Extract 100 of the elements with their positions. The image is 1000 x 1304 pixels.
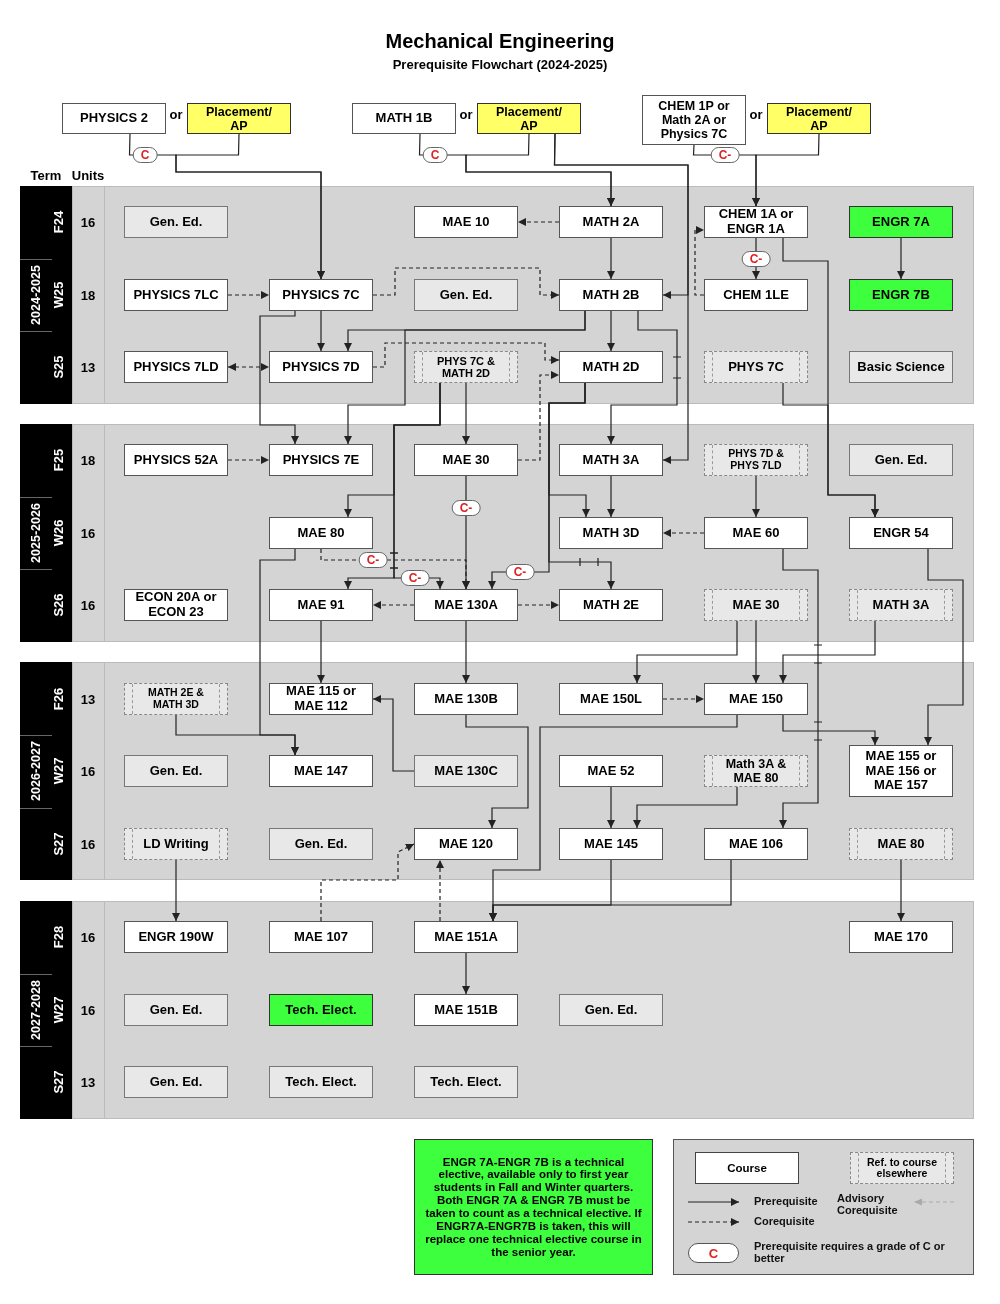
prerequisite-arrow [389,382,444,590]
course-label: PHYS 7C [728,359,784,375]
course-label: Basic Science [857,359,945,375]
units-value: 18 [80,287,96,303]
corequisite-arrow [320,548,470,590]
course-label: PHYSICS 52A [133,452,219,468]
course-label: MATH 1B [375,111,433,126]
legend-text: Prerequisite [754,1195,819,1208]
course-box [414,921,518,953]
course-box [559,589,663,621]
elective-box [414,755,518,787]
prerequisite-arrow [462,382,470,445]
course-label: MAE 147 [293,763,349,779]
reference-box [704,444,808,476]
course-box [704,279,808,311]
prerequisite-arrow [633,620,738,684]
course-box [559,206,663,238]
course-label: ENGR 7A [872,214,930,230]
course-box [704,683,808,715]
course-box [704,206,808,238]
course-box [269,921,373,953]
course-box [124,279,228,311]
course-label: Gen. Ed. [149,1074,203,1090]
legend-text: Course [727,1161,767,1175]
reference-box [849,589,953,621]
course-label: PHYSICS 7LC [133,287,219,303]
term-label: F25 [50,448,66,472]
course-box [414,589,518,621]
prerequisite-arrow [548,382,615,590]
course-box [559,755,663,787]
course-box [62,103,166,134]
course-label: MAE 151A [434,929,498,945]
elective-box [849,351,953,383]
prerequisite-arrow [175,714,299,756]
prerequisite-arrow [462,620,470,684]
course-label: MATH 2B [582,287,640,303]
course-label: PHYSICS 7D [282,359,360,375]
units-value: 13 [80,1074,96,1090]
corequisite-arrow [227,363,270,371]
prerequisite-arrow [344,310,586,445]
course-label: MAE 10 [442,214,490,230]
course-label: MAE 115 or MAE 112 [284,684,358,714]
course-label: PHYS 7C & MATH 2D [435,354,497,380]
term-label: W27 [50,996,66,1024]
course-label: MAE 151B [434,1002,498,1018]
course-label: PHYSICS 7C [282,287,360,303]
prerequisite-arrow [462,952,470,995]
corequisite-arrow [227,456,270,464]
term-label: S27 [50,832,66,856]
elective-box [414,279,518,311]
note-box [414,1139,653,1275]
units-value: 16 [80,836,96,852]
elective-box [124,1066,228,1098]
term-label: F24 [50,210,66,234]
term-label: W25 [50,281,66,309]
corequisite-arrow [517,371,560,461]
term-label: W27 [50,757,66,785]
course-box [269,517,373,549]
course-box [559,828,663,860]
reference-box [704,755,808,787]
course-label: MATH 2D [582,359,640,375]
course-label: PHYSICS 7LD [133,359,219,375]
prerequisite-arrow [924,548,964,746]
edge-label: C [132,147,158,163]
course-box [124,589,228,621]
course-label: ENGR 190W [138,929,214,945]
prerequisite-arrow [779,620,876,684]
elective-box [124,994,228,1026]
course-label: MAE 150L [579,691,643,707]
course-label: PHYSICS 2 [80,111,148,126]
course-label: MAE 80 [877,836,925,852]
course-label: Tech. Elect. [285,1074,357,1090]
term-label: F28 [50,925,66,949]
course-label: MAE 60 [732,525,780,541]
course-label: MAE 155 or MAE 156 or MAE 157 [864,749,938,793]
reference-box [124,828,228,860]
grade-pill-sample: C [688,1243,739,1263]
elective-box [414,1066,518,1098]
course-label: Tech. Elect. [430,1074,502,1090]
prerequisite-arrow [465,714,529,829]
course-label: Gen. Ed. [874,452,928,468]
course-box [849,517,953,549]
course-box [559,351,663,383]
corequisite-arrow [694,226,705,296]
course-box [269,755,373,787]
or-connector-text: or [169,106,183,122]
course-label: MAE 120 [438,836,494,852]
technical-elective-box [849,206,953,238]
course-box [704,828,808,860]
technical-elective-box [849,279,953,311]
corequisite-arrow [372,267,560,299]
course-box [269,683,373,715]
prerequisite-arrow [489,859,732,922]
corequisite-arrow [372,342,560,368]
elective-box [124,206,228,238]
term-label: W26 [50,519,66,547]
course-box [414,683,518,715]
diagram-subtitle: Prerequisite Flowchart (2024-2025) [391,57,609,72]
prerequisite-arrow [317,310,325,352]
legend-text: Prerequisite requires a grade of C or better [754,1240,946,1265]
